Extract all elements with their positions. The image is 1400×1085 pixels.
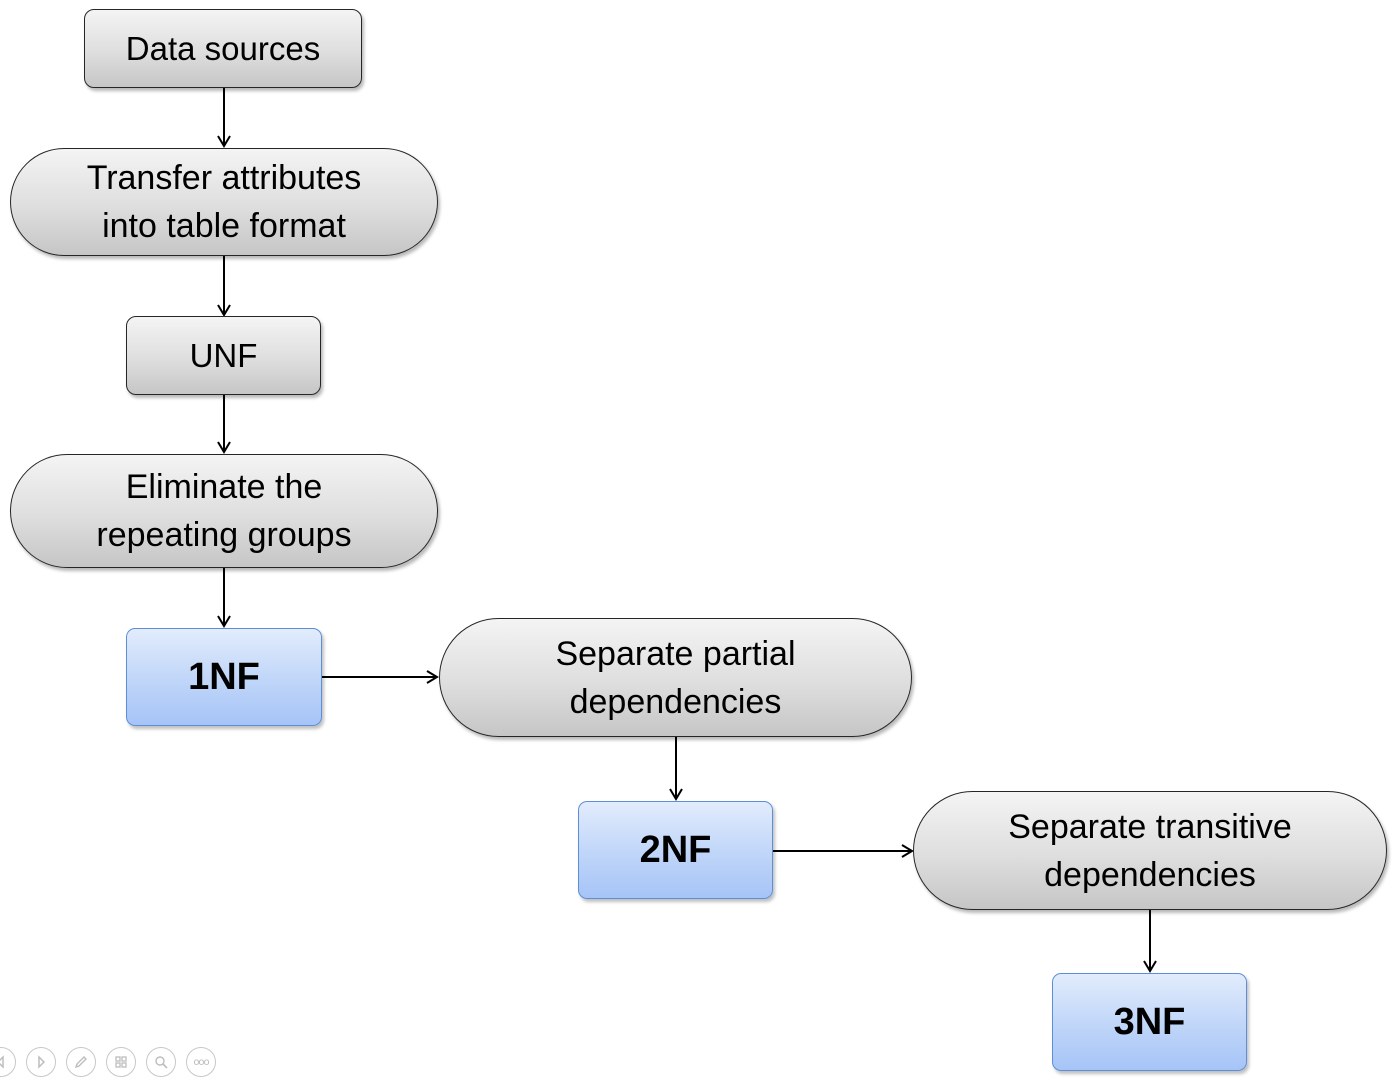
eliminate-repeating-groups-label: Eliminate the repeating groups (96, 468, 352, 554)
separate-transitive-dependencies-node: Separate transitive dependencies (913, 791, 1387, 910)
transfer-attributes-label: Transfer attributes into table format (86, 159, 362, 245)
next-slide-icon[interactable] (26, 1047, 56, 1077)
slideshow-toolbar: ooo (0, 1045, 216, 1079)
data-sources-label: Data sources (125, 29, 321, 67)
more-icon[interactable]: ooo (186, 1047, 216, 1077)
pen-icon[interactable] (66, 1047, 96, 1077)
previous-slide-icon[interactable] (0, 1047, 16, 1077)
unf-node: UNF (126, 316, 321, 395)
unf-label: UNF (189, 336, 258, 374)
separate-partial-dependencies-label: Separate partial dependencies (555, 634, 796, 721)
2nf-label: 2NF (639, 828, 712, 871)
1nf-node: 1NF (126, 628, 322, 726)
eliminate-repeating-groups-node: Eliminate the repeating groups (10, 454, 438, 568)
3nf-label: 3NF (1113, 1000, 1186, 1043)
1nf-label: 1NF (188, 655, 260, 698)
2nf-node: 2NF (578, 801, 773, 899)
3nf-node: 3NF (1052, 973, 1247, 1071)
separate-partial-dependencies-node: Separate partial dependencies (439, 618, 912, 737)
slides-grid-icon[interactable] (106, 1047, 136, 1077)
zoom-icon[interactable] (146, 1047, 176, 1077)
transfer-attributes-node: Transfer attributes into table format (10, 148, 438, 256)
separate-transitive-dependencies-label: Separate transitive dependencies (1008, 807, 1292, 894)
data-sources-node: Data sources (84, 9, 362, 88)
more-label: ooo (193, 1056, 209, 1068)
